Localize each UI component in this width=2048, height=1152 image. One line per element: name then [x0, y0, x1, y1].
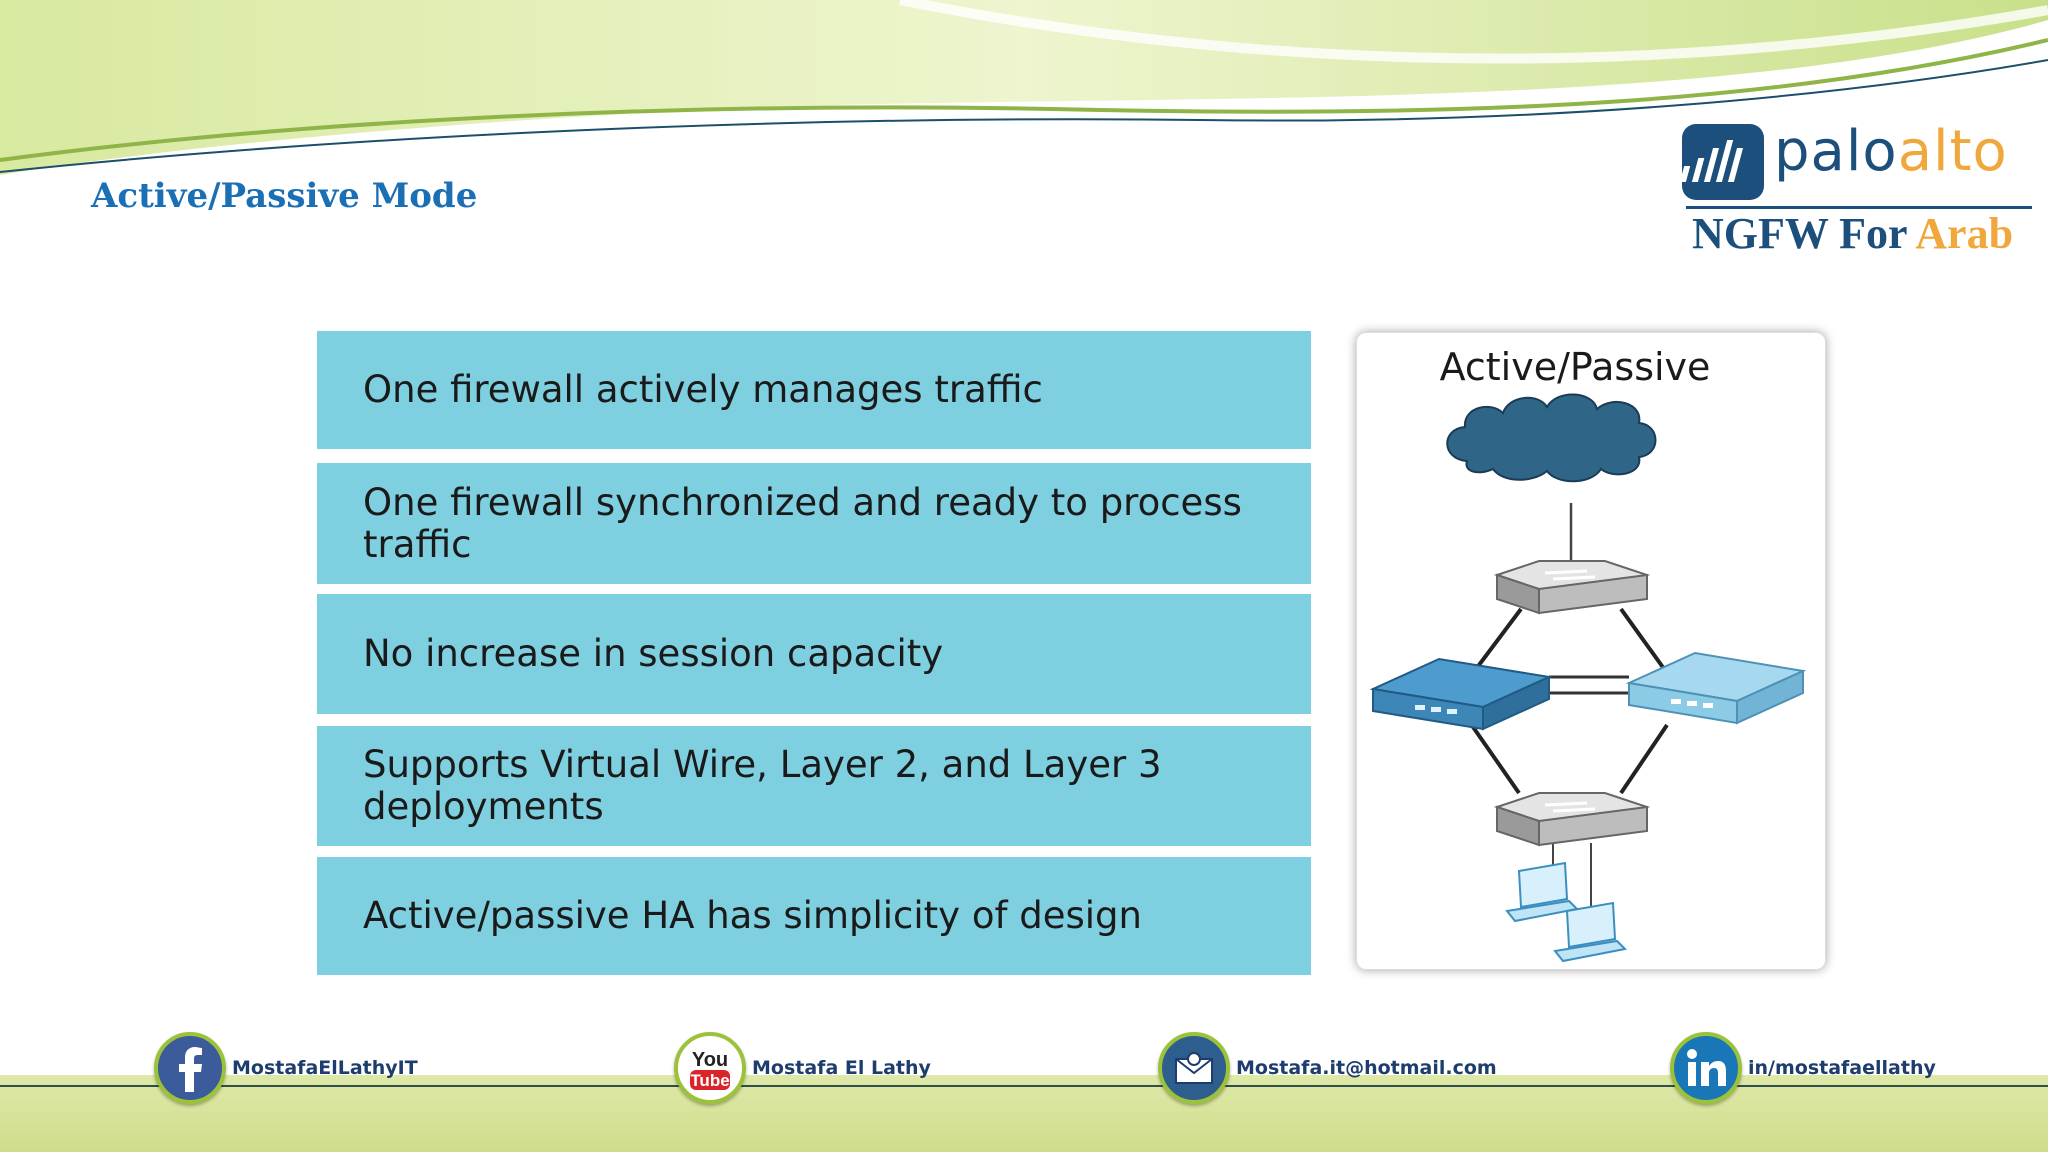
svg-text:Tube: Tube: [690, 1071, 729, 1090]
contact-linkedin[interactable]: in/mostafaellathy: [1670, 1032, 1936, 1104]
facebook-icon: [154, 1032, 226, 1104]
switch-icon: [1493, 792, 1651, 847]
diagram-title: Active/Passive: [1439, 345, 1711, 389]
paloalto-mark-icon: [1680, 124, 1764, 200]
contact-facebook[interactable]: MostafaElLathyIT: [154, 1032, 418, 1104]
svg-text:You: You: [692, 1049, 728, 1071]
contact-email[interactable]: Mostafa.it@hotmail.com: [1158, 1032, 1497, 1104]
firewall-passive-icon: [1625, 651, 1807, 725]
firewall-active-icon: [1369, 657, 1553, 731]
contact-label: in/mostafaellathy: [1748, 1057, 1936, 1079]
logo-tagline: NGFW For Arab: [1692, 209, 2014, 258]
cloud-icon: [1446, 393, 1657, 483]
logo-divider: [1686, 206, 2032, 209]
page-title: Active/Passive Mode: [91, 176, 478, 216]
feature-item: No increase in session capacity: [317, 594, 1311, 714]
contact-youtube[interactable]: You Tube Mostafa El Lathy: [674, 1032, 931, 1104]
logo-brand-text: paloalto: [1774, 119, 2008, 184]
mail-icon: [1158, 1032, 1230, 1104]
feature-item: One firewall synchronized and ready to p…: [317, 463, 1311, 584]
linkedin-icon: [1670, 1032, 1742, 1104]
contact-label: MostafaElLathyIT: [232, 1057, 418, 1079]
ha-topology-diagram: [1369, 393, 1807, 963]
footer-divider: [0, 1085, 2048, 1087]
contact-label: Mostafa El Lathy: [752, 1057, 931, 1079]
header-wave-decoration: [0, 0, 2048, 175]
ha-diagram-panel: Active/Passive: [1356, 332, 1826, 970]
laptop-icon: [1553, 901, 1628, 963]
paloalto-logo: paloalto NGFW For Arab: [1680, 118, 2032, 258]
feature-item: One firewall actively manages traffic: [317, 331, 1311, 449]
youtube-icon: You Tube: [674, 1032, 746, 1104]
feature-item: Active/passive HA has simplicity of desi…: [317, 857, 1311, 975]
feature-item: Supports Virtual Wire, Layer 2, and Laye…: [317, 726, 1311, 846]
switch-icon: [1493, 560, 1651, 615]
contact-label: Mostafa.it@hotmail.com: [1236, 1057, 1497, 1079]
